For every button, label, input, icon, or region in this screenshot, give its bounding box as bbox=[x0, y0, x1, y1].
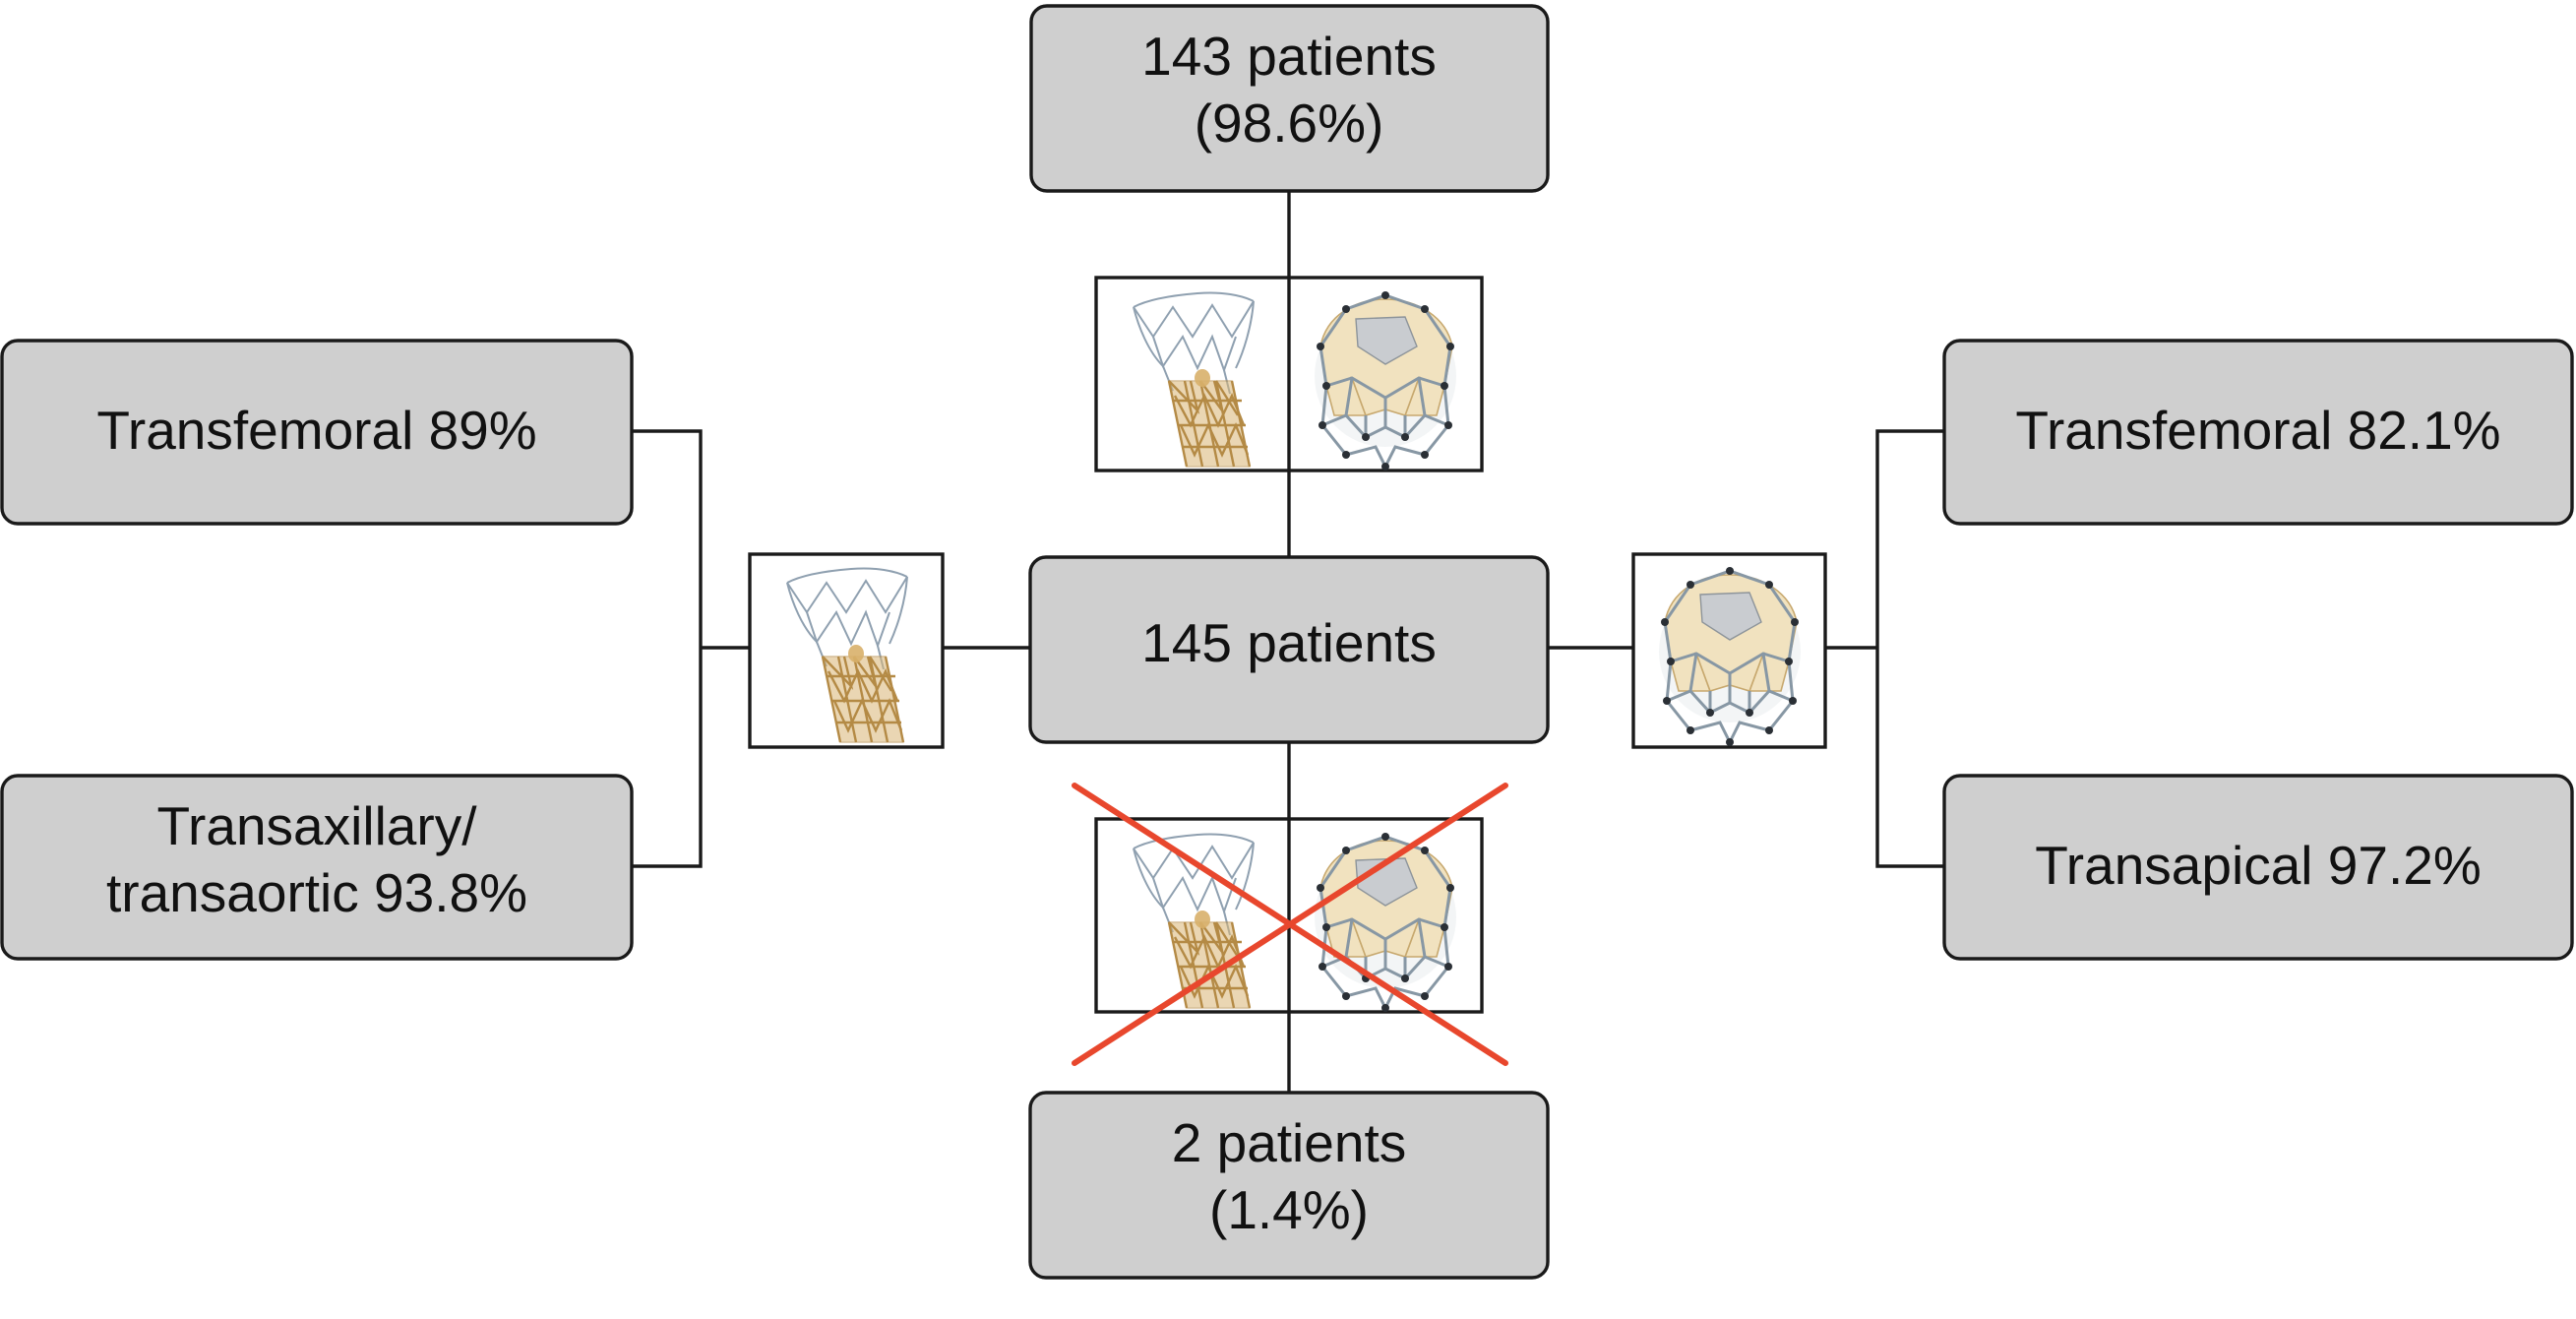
valve-left bbox=[748, 552, 945, 749]
left-lower-box-line1: Transaxillary/ bbox=[157, 795, 478, 856]
box-center: 145 patients bbox=[1028, 555, 1550, 744]
box-left-lower: Transaxillary/ transaortic 93.8% bbox=[0, 774, 634, 961]
right-bracket bbox=[1825, 429, 1944, 868]
valve-right bbox=[1631, 552, 1827, 749]
balloon-expandable-valve-icon bbox=[1657, 565, 1803, 748]
box-right-lower: Transapical 97.2% bbox=[1942, 774, 2574, 961]
bottom-box-line1: 2 patients bbox=[1172, 1112, 1407, 1173]
valve-pair-bottom-excluded bbox=[1072, 783, 1508, 1066]
left-upper-box-label: Transfemoral 89% bbox=[96, 400, 536, 461]
balloon-expandable-valve-icon bbox=[1313, 289, 1458, 472]
box-right-upper: Transfemoral 82.1% bbox=[1942, 339, 2574, 526]
left-bracket bbox=[632, 429, 750, 868]
center-box-label: 145 patients bbox=[1141, 612, 1437, 673]
top-box-line1: 143 patients bbox=[1141, 26, 1437, 87]
box-bottom: 2 patients (1.4%) bbox=[1028, 1091, 1550, 1280]
top-box-line2: (98.6%) bbox=[1195, 93, 1384, 154]
left-lower-box-line2: transaortic 93.8% bbox=[106, 862, 527, 923]
bottom-box-line2: (1.4%) bbox=[1209, 1179, 1369, 1240]
valve-pair-top bbox=[1094, 276, 1484, 472]
box-left-upper: Transfemoral 89% bbox=[0, 339, 634, 526]
right-upper-box-label: Transfemoral 82.1% bbox=[2015, 400, 2500, 461]
box-top: 143 patients (98.6%) bbox=[1029, 4, 1550, 193]
red-x-icon bbox=[1072, 783, 1508, 1066]
right-lower-box-label: Transapical 97.2% bbox=[2035, 835, 2481, 896]
